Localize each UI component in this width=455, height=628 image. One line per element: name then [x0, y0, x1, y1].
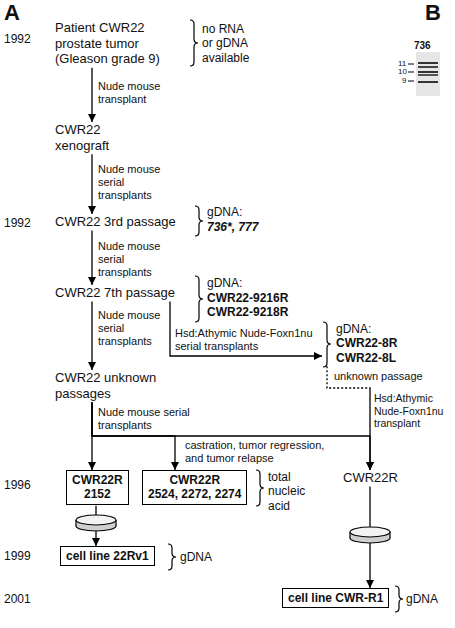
edge-label: Nude mouse serial transplants — [98, 406, 198, 432]
year: 1992 — [4, 32, 31, 46]
sample-stage: CWR22 7th passage — [55, 285, 195, 301]
bracket — [323, 322, 331, 367]
edge-label: Nude mouse transplant — [98, 80, 166, 106]
sample-type: total nucleic acid — [268, 470, 326, 513]
sample-stage: CWR22 3rd passage — [55, 214, 195, 230]
bracket — [256, 470, 264, 506]
lineage-arrow — [92, 402, 370, 470]
sample-box: cell line CWR-R1 — [282, 588, 389, 608]
edge-label: Nude mouse serial transplants — [98, 163, 166, 203]
year: 1996 — [4, 478, 31, 492]
edge-label: Nude mouse serial transplants — [98, 309, 166, 349]
gel-band — [418, 74, 438, 76]
gel-band — [418, 66, 438, 68]
year: 1999 — [4, 549, 31, 563]
sample-stage: CWR22 xenograft — [55, 122, 137, 153]
edge-label: Nude mouse serial transplants — [98, 240, 166, 280]
node-title: cell line 22Rv1 — [66, 549, 149, 563]
node-title: Patient CWR22 prostate tumor (Gleason gr… — [55, 20, 177, 67]
node-detail: 2152 — [72, 487, 123, 501]
bracket — [195, 276, 203, 322]
gel-band — [418, 71, 438, 73]
sample-id: 736*, 777 — [207, 220, 258, 234]
node-title: CWR22 unknown passages — [55, 370, 170, 401]
note: no RNA or gDNA available — [202, 22, 254, 65]
node-detail: CWR22-8R CWR22-8L — [336, 336, 406, 365]
gel-band — [418, 81, 438, 83]
treatment-note: castration, tumor regression, and tumor … — [185, 439, 345, 465]
bracket — [190, 20, 198, 66]
bracket — [195, 206, 203, 236]
year: 2001 — [4, 592, 31, 606]
sample-type: gDNA — [180, 550, 212, 564]
gel-band — [418, 62, 438, 64]
node-title: CWR22R — [148, 473, 241, 487]
culture-dish — [350, 527, 390, 543]
node-title: CWR22 3rd passage — [55, 214, 195, 230]
sample-type: gDNA: — [207, 205, 242, 219]
year: 1992 — [4, 216, 31, 230]
node-title: CWR22R — [72, 473, 123, 487]
gel-background — [416, 52, 440, 96]
bracket — [395, 586, 403, 612]
sample-stage: CWR22R — [343, 470, 398, 486]
sample-type: gDNA — [406, 592, 438, 606]
sample-box: CWR22R2524, 2272, 2274 — [142, 470, 247, 505]
node-title: cell line CWR-R1 — [288, 591, 383, 605]
node-detail: 2524, 2272, 2274 — [148, 487, 241, 501]
edge-label: Hsd:Athymic Nude-Foxn1nu serial transpla… — [175, 327, 320, 353]
edge-label: Hsd:Athymic Nude-Foxn1nu transplant — [374, 392, 448, 430]
lineage-arrow — [91, 154, 92, 214]
sample-stage: Patient CWR22 prostate tumor (Gleason gr… — [55, 20, 177, 67]
lane-label: 736 — [414, 40, 431, 52]
sample-stage: gDNA:CWR22-8R CWR22-8L — [322, 322, 406, 365]
lineage-arrow — [91, 302, 92, 370]
panel-letter: A — [4, 0, 20, 26]
node-title: CWR22 xenograft — [55, 122, 137, 153]
panel-letter: B — [425, 0, 441, 26]
node-title: gDNA: — [336, 322, 406, 336]
note: unknown passage — [334, 370, 423, 383]
size-marker: 9 — [402, 76, 406, 86]
lineage-arrow — [91, 68, 92, 122]
sample-id: CWR22-9216R CWR22-9218R — [207, 291, 299, 320]
node-title: CWR22R — [343, 470, 398, 486]
bracket — [168, 544, 176, 570]
sample-box: cell line 22Rv1 — [60, 546, 155, 566]
node-title: CWR22 7th passage — [55, 285, 195, 301]
gel-lane — [408, 52, 440, 96]
sample-type: gDNA: — [207, 276, 242, 290]
sample-stage: CWR22 unknown passages — [55, 370, 170, 401]
culture-dish — [76, 515, 116, 531]
size-tick — [408, 64, 414, 81]
lineage-arrow — [91, 231, 92, 285]
sample-box: CWR22R2152 — [66, 470, 129, 505]
size-marker: 10 — [398, 67, 407, 77]
